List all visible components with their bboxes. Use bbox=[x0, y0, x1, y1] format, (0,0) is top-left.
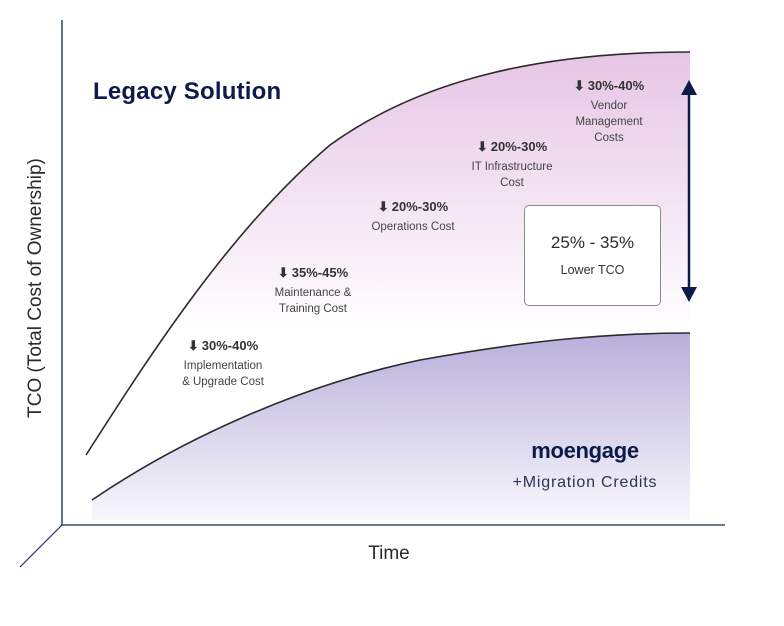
down-arrow-icon: ⬇ bbox=[476, 139, 488, 154]
z-axis bbox=[19, 524, 63, 568]
down-arrow-icon: ⬇ bbox=[277, 265, 289, 280]
note-maintenance: ⬇35%-45% Maintenance & Training Cost bbox=[274, 265, 352, 315]
double-arrow-icon bbox=[681, 80, 697, 302]
moengage-curve bbox=[91, 332, 691, 501]
down-arrow-icon: ⬇ bbox=[377, 199, 389, 214]
moengage-logo: moengage bbox=[531, 438, 639, 463]
lower-tco-box: 25% - 35% Lower TCO bbox=[524, 205, 661, 306]
legacy-curve bbox=[85, 51, 691, 456]
down-arrow-icon: ⬇ bbox=[573, 78, 585, 93]
tco-label: Lower TCO bbox=[560, 263, 625, 277]
migration-credits-label: +Migration Credits bbox=[512, 474, 658, 491]
moengage-area bbox=[92, 333, 690, 520]
legacy-solution-title: Legacy Solution bbox=[93, 78, 282, 105]
x-axis-label: Time bbox=[368, 543, 410, 564]
note-it-infrastructure: ⬇20%-30% IT Infrastructure Cost bbox=[471, 139, 553, 189]
note-implementation: ⬇30%-40% Implementation & Upgrade Cost bbox=[182, 338, 264, 388]
note-vendor-management: ⬇30%-40% Vendor Management Costs bbox=[573, 78, 645, 144]
y-axis-label: TCO (Total Cost of Ownership) bbox=[25, 158, 46, 418]
tco-range: 25% - 35% bbox=[550, 233, 635, 252]
down-arrow-icon: ⬇ bbox=[187, 338, 199, 353]
note-operations: ⬇20%-30% Operations Cost bbox=[371, 199, 455, 233]
